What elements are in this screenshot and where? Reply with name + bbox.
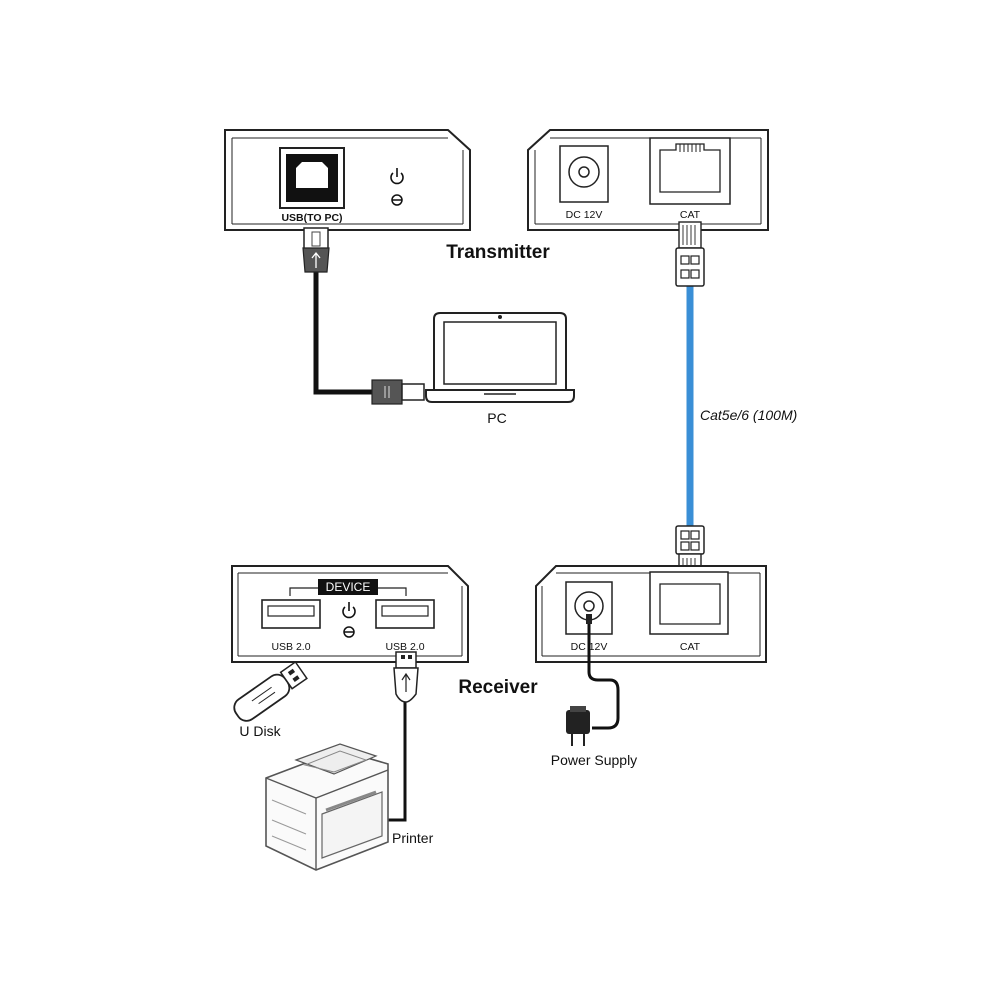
usb-a-port-left-icon: [261, 599, 321, 629]
power-icon: [342, 602, 356, 619]
led-indicator-icon: [343, 626, 355, 638]
transmitter-usb-panel: USB(TO PC): [224, 129, 471, 231]
led-indicator-icon: [391, 194, 403, 206]
usb-a-plug-vertical-icon: [393, 651, 419, 703]
rj45-port-icon: [649, 137, 731, 205]
power-icon: [390, 168, 404, 185]
usb-b-plug-icon: [302, 227, 330, 273]
transmitter-title: Transmitter: [446, 242, 550, 263]
usb-a-plug-icon: [371, 379, 425, 405]
tx-dc-label: DC 12V: [566, 209, 603, 221]
printer-usb-cable: [384, 651, 419, 822]
usb-left-label: USB 2.0: [271, 641, 310, 653]
pc-label: PC: [487, 410, 506, 426]
usb-b-port: [279, 147, 345, 209]
usb-right-label: USB 2.0: [385, 641, 424, 653]
cat-cable: [675, 221, 705, 585]
usb-cable-pc: [302, 227, 425, 405]
power-cable: [586, 614, 620, 730]
receiver-cat-panel: DC 12V CAT: [535, 565, 767, 663]
power-supply-label: Power Supply: [551, 752, 637, 768]
receiver-usb-panel: DEVICE USB 2.0 USB 2.0: [231, 565, 469, 663]
receiver-title: Receiver: [458, 677, 538, 698]
cable-label: Cat5e/6 (100M): [700, 407, 797, 423]
dc-jack-icon: [565, 581, 613, 635]
usb-flash-drive-icon: [233, 660, 308, 722]
device-label: DEVICE: [326, 580, 371, 594]
tx-cat-label: CAT: [680, 209, 701, 221]
dc-jack-icon: [559, 145, 609, 203]
usb-a-port-right-icon: [375, 599, 435, 629]
power-adapter-icon: [566, 706, 590, 746]
rj45-port-icon: [649, 571, 729, 635]
printer-label: Printer: [392, 830, 434, 846]
rj45-plug-top-icon: [675, 221, 705, 287]
rx-cat-label: CAT: [680, 641, 701, 653]
usb-to-pc-label: USB(TO PC): [281, 212, 342, 224]
printer-icon: [265, 743, 389, 871]
laptop-icon: [425, 312, 575, 403]
u-disk-label: U Disk: [239, 723, 281, 739]
transmitter-cat-panel: DC 12V CAT: [527, 129, 769, 231]
